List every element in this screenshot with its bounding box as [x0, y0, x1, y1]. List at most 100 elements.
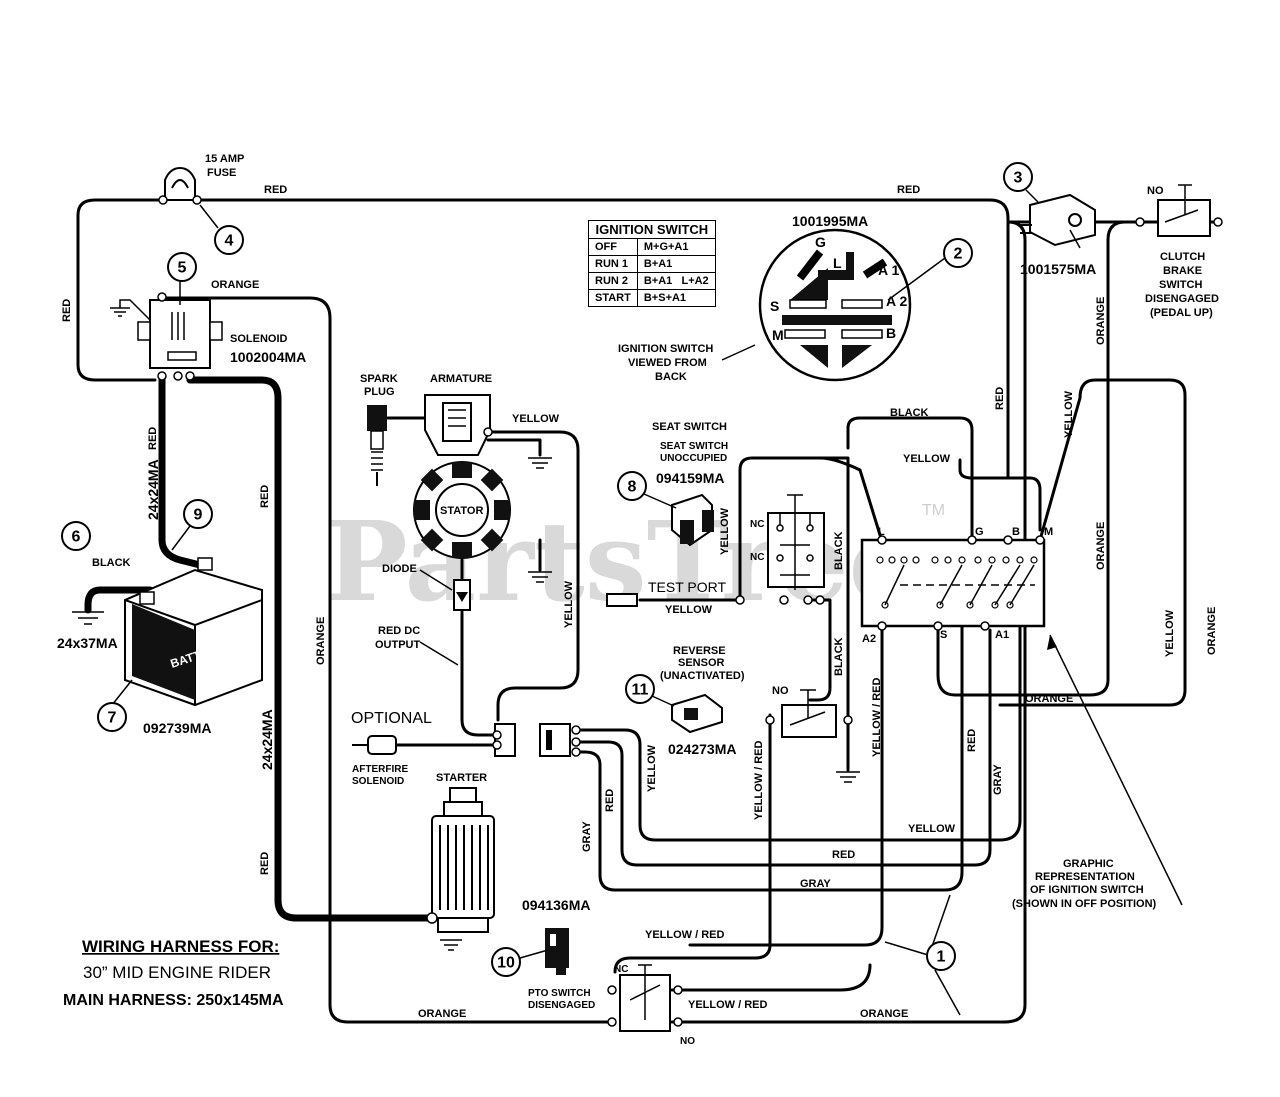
wire-yellow-red-c: [670, 963, 872, 992]
callout-5: 5: [167, 252, 197, 305]
wire-yellow-M: [1038, 378, 1110, 542]
battery-ground-cable: 24x37MA: [57, 635, 118, 651]
reverse-line1: REVERSE: [673, 645, 726, 657]
wlabel-red-10: RED: [832, 849, 855, 861]
ign-term-L: L: [833, 255, 842, 271]
red-dc-line1: RED DC: [378, 625, 420, 637]
wire-red-top: [195, 198, 1010, 480]
wlabel-yellow-2: YELLOW: [903, 453, 951, 465]
starter: STARTER: [426, 772, 495, 951]
pto-part: 094136MA: [522, 897, 591, 913]
armature-label: ARMATURE: [430, 373, 492, 385]
stator: STATOR: [413, 461, 511, 559]
ign-gfx-desc2: REPRESENTATION: [1035, 871, 1135, 883]
ign-circuit: B+A1: [636, 255, 716, 273]
svg-text:7: 7: [108, 710, 117, 727]
wire-orange-left: [160, 296, 610, 1024]
pto-no: NO: [680, 1036, 695, 1047]
wlabel-red-8: RED: [966, 729, 978, 752]
ign-pos: RUN 1: [588, 255, 638, 273]
clutch-line4: DISENGAGED: [1145, 293, 1219, 305]
callouts: 1 2 3 4 5 6 7 8 9: [61, 162, 1039, 1016]
battery: BATTERY BLACK 24x37MA 092739MA: [57, 557, 263, 736]
svg-text:11: 11: [632, 682, 649, 699]
ignition-switch-back-view: G L A 1 S A 2 M B 1001995MA IGNITION SWI…: [618, 213, 946, 383]
ign-gfx-B: B: [1012, 526, 1020, 538]
harness-title: WIRING HARNESS FOR:: [82, 937, 279, 956]
ign-term-S: S: [770, 298, 779, 314]
wlabel-red-9: RED: [604, 789, 616, 812]
wlabel-gray-3: GRAY: [800, 878, 831, 890]
optional-label: OPTIONAL: [351, 710, 432, 727]
afterfire-line1: AFTERFIRE: [352, 764, 408, 775]
callout-11: 11: [625, 674, 675, 707]
cable-label-b: 24x24MA: [259, 709, 275, 770]
reverse-line3: (UNACTIVATED): [660, 670, 745, 682]
ign-view-line1: IGNITION SWITCH: [618, 343, 713, 355]
seat-state-line2: UNOCCUPIED: [660, 453, 727, 464]
wlabel-orange-1: ORANGE: [211, 279, 259, 291]
ign-gfx-M: M: [1044, 526, 1053, 538]
callout-4: 4: [199, 204, 244, 255]
stator-label: STATOR: [440, 505, 483, 517]
clutch-brake-switch: 1001575MA NO CLUTCH BRAKE SWITCH DISENGA…: [1020, 184, 1223, 319]
wire-armature-ground: [486, 438, 542, 457]
svg-text:2: 2: [954, 246, 963, 263]
wire-orange-ign: [936, 220, 1142, 697]
clutch-line3: SWITCH: [1159, 279, 1202, 291]
seat-nc1: NC: [750, 519, 764, 530]
ignition-switch-table: IGNITION SWITCH OFF M+G+A1 RUN 1 B+A1 RU…: [588, 220, 716, 307]
seat-state-line1: SEAT SWITCH: [660, 441, 728, 452]
clutch-line5: (PEDAL UP): [1150, 307, 1213, 319]
wlabel-orange-2: ORANGE: [315, 617, 327, 665]
svg-text:10: 10: [497, 955, 515, 972]
wire-seat-to-reverse: [806, 598, 832, 702]
ign-gfx-desc3: OF IGNITION SWITCH: [1030, 884, 1144, 896]
solenoid-part: 1002004MA: [230, 349, 306, 365]
engine: SPARK PLUG ARMATURE YELLOW STATO: [351, 373, 581, 951]
wire-black-top: [846, 416, 974, 542]
wire-yellow-right: [998, 378, 1187, 707]
test-port-label: TEST PORT: [648, 579, 727, 595]
table-row: RUN 2 B+A1 L+A2: [588, 272, 716, 290]
svg-text:8: 8: [628, 479, 637, 496]
svg-text:4: 4: [225, 233, 234, 250]
battery-ground-color: BLACK: [92, 557, 131, 569]
ign-gfx-desc4: (SHOWN IN OFF POSITION): [1012, 898, 1157, 910]
wlabel-orange-6: ORANGE: [1025, 693, 1073, 705]
callout-2: 2: [943, 238, 973, 268]
wlabel-gray-2: GRAY: [581, 821, 593, 852]
clutch-line2: BRAKE: [1163, 265, 1202, 277]
seat-switch-part: 094159MA: [656, 470, 725, 486]
callout-1: 1: [884, 894, 961, 1016]
solenoid: SOLENOID 1002004MA: [110, 292, 306, 381]
wire-red-dc: [460, 610, 497, 737]
ign-term-B: B: [886, 325, 896, 341]
battery-part: 092739MA: [143, 720, 212, 736]
wlabel-red-5: RED: [259, 485, 271, 508]
afterfire-line2: SOLENOID: [352, 776, 404, 787]
spark-plug-line1: SPARK: [360, 373, 398, 385]
ign-switch-part: 1001995MA: [792, 213, 868, 229]
table-row: OFF M+G+A1: [588, 238, 716, 256]
seat-switch: SEAT SWITCH SEAT SWITCH UNOCCUPIED 09415…: [606, 421, 825, 616]
cable-battery-pos: [158, 376, 204, 569]
clutch-part-left: 1001575MA: [1020, 261, 1096, 277]
wire-test-port-label: YELLOW: [665, 604, 713, 616]
ign-pos: RUN 2: [588, 272, 638, 290]
ign-term-A2: A 2: [886, 293, 907, 309]
ign-term-M: M: [772, 327, 784, 343]
wlabel-orange-8: ORANGE: [860, 1008, 908, 1020]
wire-yellow-red-b: [688, 623, 884, 947]
ign-gfx-L: L: [878, 526, 885, 538]
wire-red-left: [76, 198, 165, 382]
pto-switch: 094136MA PTO SWITCH DISENGAGED NC NO: [522, 897, 695, 1047]
wire-yellow-seat: [638, 456, 850, 627]
wlabel-gray-1: GRAY: [992, 764, 1004, 795]
wlabel-yellow-4: YELLOW: [1063, 390, 1075, 438]
wlabel-yr-4: YELLOW / RED: [688, 999, 768, 1011]
ign-gfx-A2: A2: [862, 633, 876, 645]
callout-3: 3: [1003, 162, 1039, 203]
wlabel-yr-3: YELLOW / RED: [645, 929, 725, 941]
